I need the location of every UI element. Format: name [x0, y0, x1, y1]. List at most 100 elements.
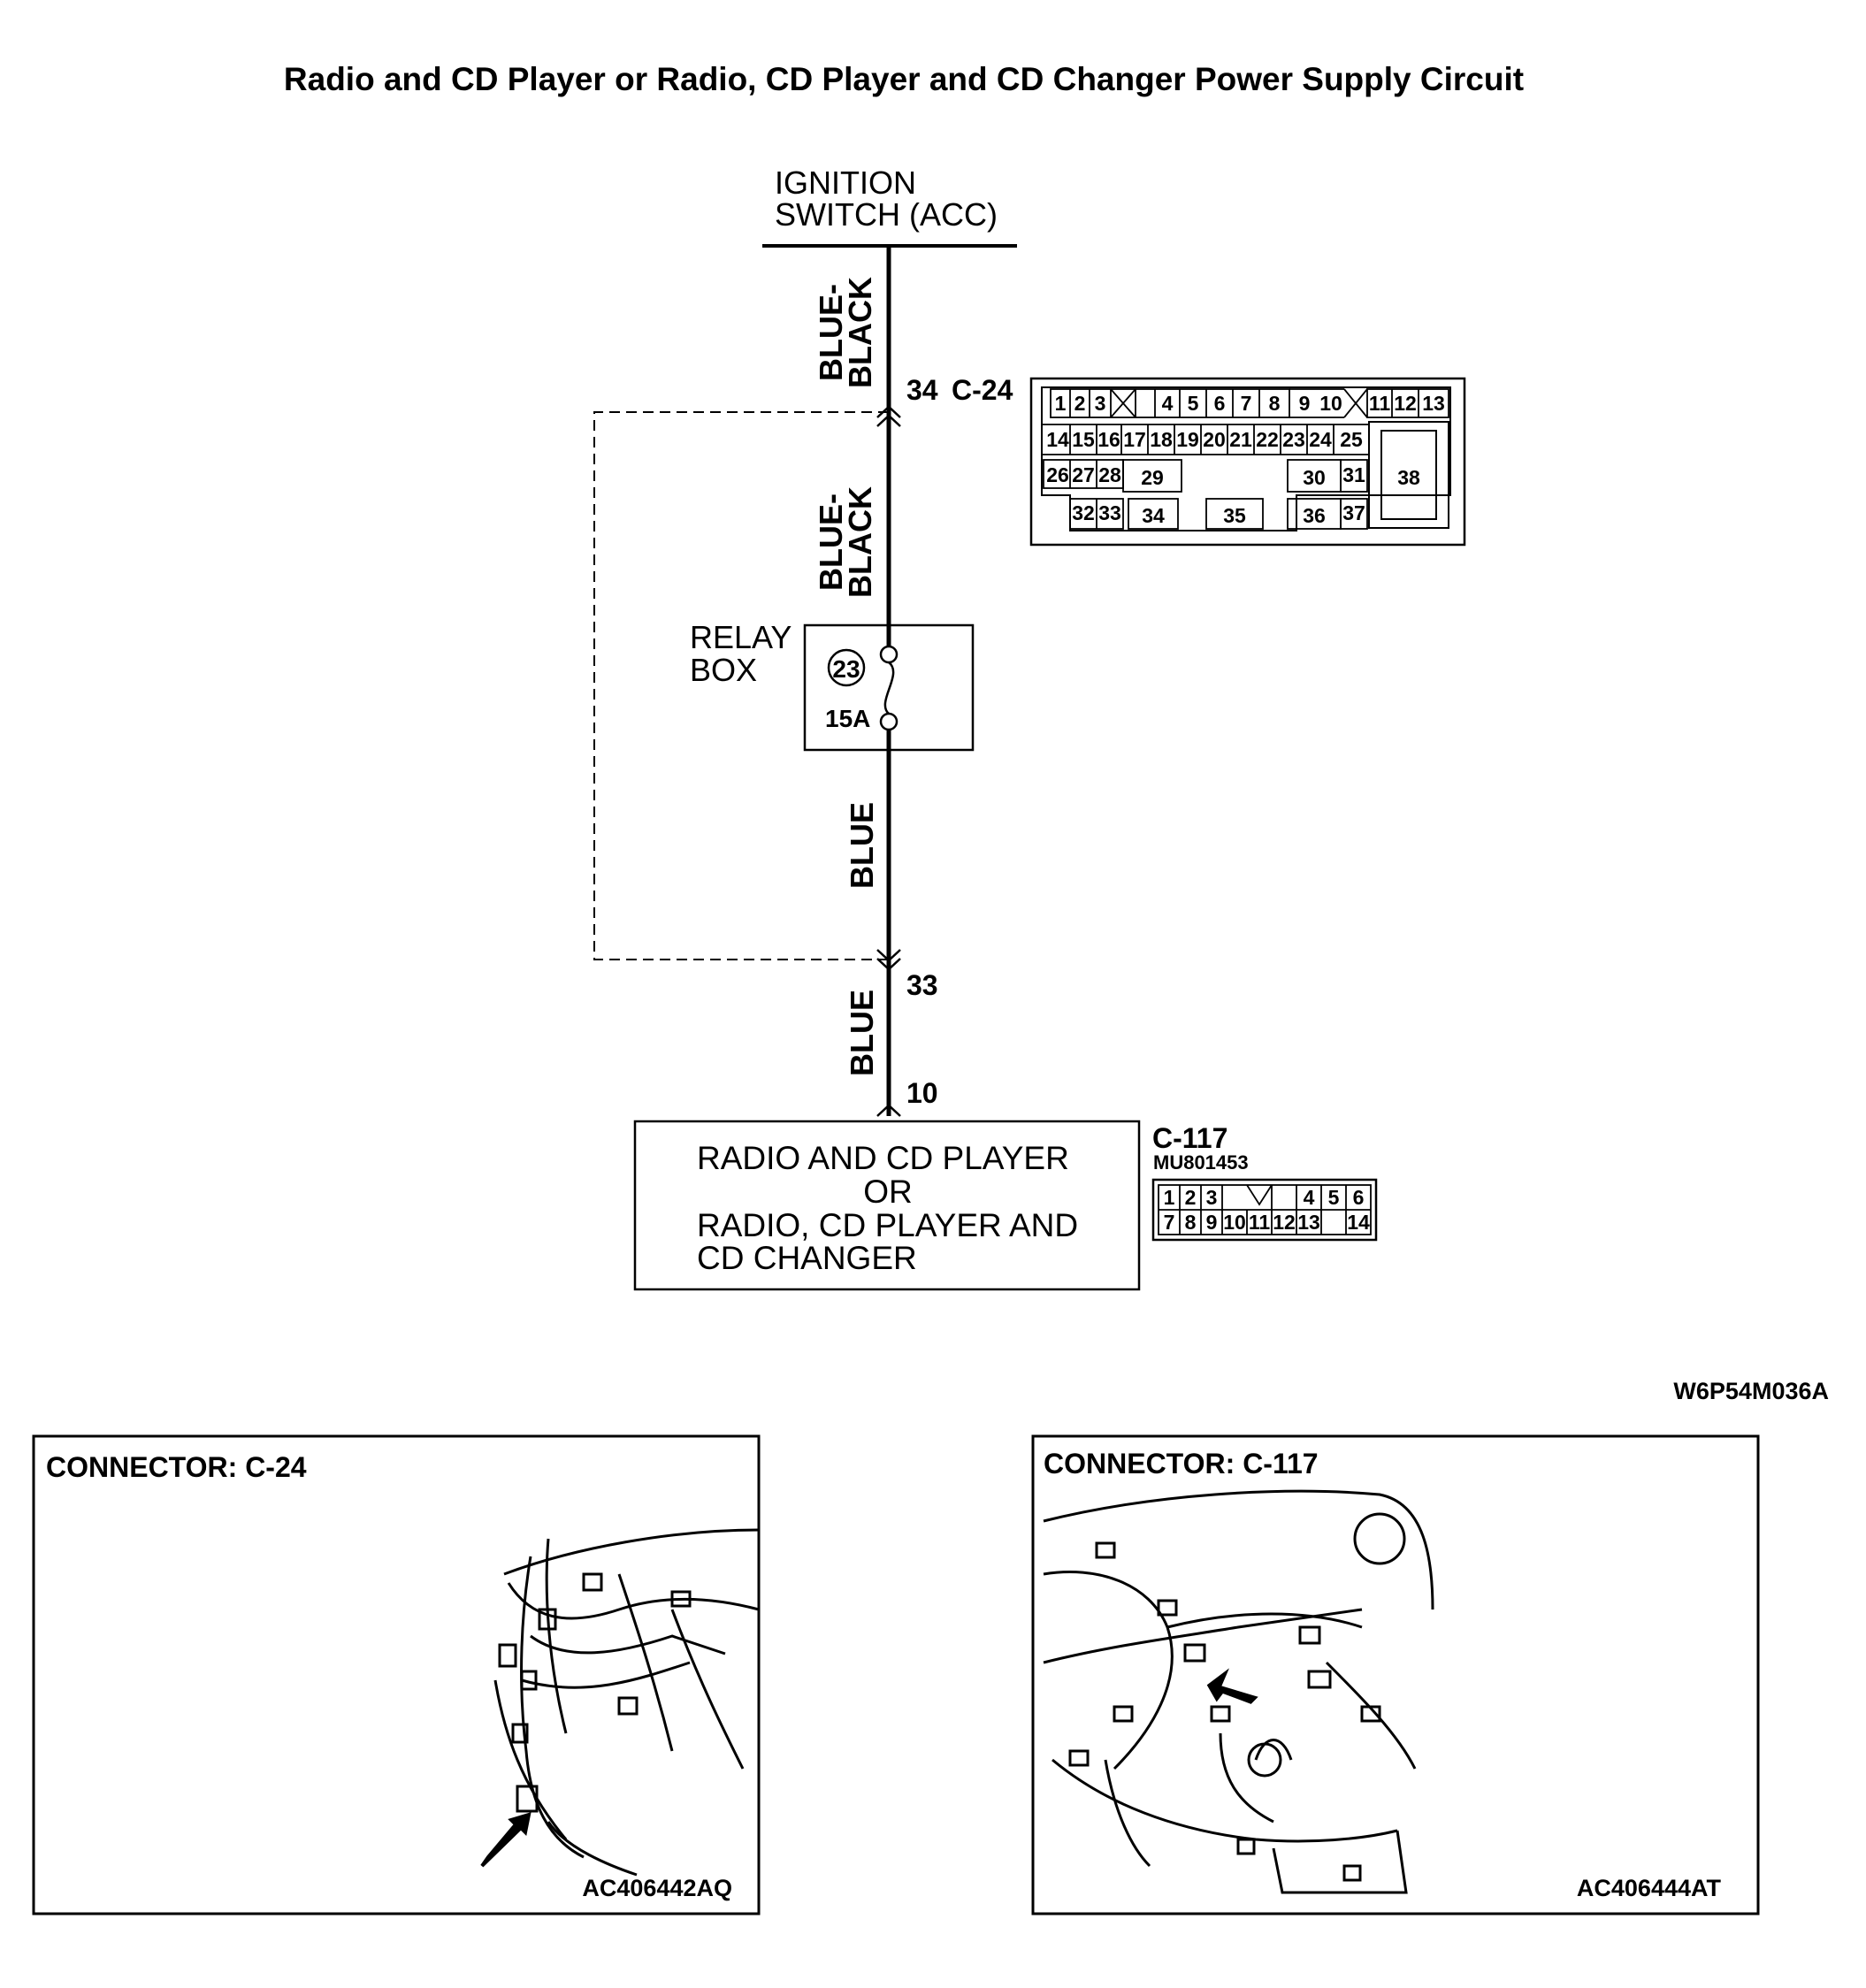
terminal-10-label: 10: [906, 1077, 938, 1109]
wire-color-lower: BLUE: [844, 802, 880, 889]
svg-text:8: 8: [1269, 392, 1281, 415]
fuse-rating: 15A: [825, 705, 870, 732]
panel-c117-code: AC406444AT: [1577, 1875, 1722, 1901]
svg-text:9: 9: [1299, 392, 1311, 415]
svg-text:BLACK: BLACK: [842, 486, 878, 598]
svg-text:31: 31: [1342, 463, 1365, 486]
radio-unit-line2: OR: [863, 1174, 913, 1210]
svg-text:1: 1: [1055, 392, 1067, 415]
panel-c117: [1031, 1434, 1760, 1915]
c24-row4: [1069, 498, 1368, 530]
svg-text:15: 15: [1072, 428, 1095, 451]
svg-text:26: 26: [1046, 463, 1069, 486]
svg-text:32: 32: [1072, 501, 1095, 524]
svg-text:16: 16: [1097, 428, 1120, 451]
svg-text:35: 35: [1223, 504, 1246, 527]
svg-text:36: 36: [1303, 504, 1326, 527]
relay-box-label-line2: BOX: [690, 652, 757, 688]
diagram-code: W6P54M036A: [1673, 1378, 1829, 1404]
connector-symbol-10: [876, 1104, 901, 1117]
svg-text:20: 20: [1203, 428, 1226, 451]
panel-c117-title: CONNECTOR: C-117: [1044, 1448, 1319, 1480]
svg-text:38: 38: [1397, 466, 1420, 489]
svg-text:24: 24: [1309, 428, 1332, 451]
diagram-title: Radio and CD Player or Radio, CD Player …: [284, 61, 1524, 97]
svg-text:19: 19: [1176, 428, 1199, 451]
c24-row3: [1043, 459, 1368, 493]
c24-location-illustration: [493, 1528, 760, 1877]
svg-text:11: 11: [1369, 392, 1391, 415]
radio-unit-line3: RADIO, CD PLAYER AND: [697, 1207, 1078, 1243]
svg-text:37: 37: [1342, 501, 1365, 524]
fuse-symbol: [879, 645, 899, 731]
svg-text:9: 9: [1206, 1211, 1218, 1234]
svg-text:BLUE: BLUE: [844, 802, 880, 889]
svg-text:BLACK: BLACK: [842, 277, 878, 388]
wire-color-top: BLUE- BLACK: [813, 277, 878, 388]
connector-c24-label: C-24: [952, 374, 1013, 406]
connector-symbol-34: [876, 405, 901, 427]
svg-text:1: 1: [1164, 1186, 1175, 1209]
svg-text:30: 30: [1303, 466, 1326, 489]
svg-text:18: 18: [1150, 428, 1173, 451]
svg-text:13: 13: [1297, 1211, 1320, 1234]
connector-c24-face: 38 1 2 3 4 5 6 7 8 9 10 11 12 13: [1029, 377, 1466, 547]
svg-text:3: 3: [1095, 392, 1106, 415]
c24-row2: [1042, 424, 1369, 455]
svg-text:6: 6: [1214, 392, 1226, 415]
svg-text:2: 2: [1074, 392, 1086, 415]
svg-text:5: 5: [1328, 1186, 1340, 1209]
connector-c117-label: C-117: [1152, 1122, 1227, 1154]
svg-text:BLUE: BLUE: [844, 990, 880, 1076]
c24-location-arrow: [480, 1812, 532, 1868]
radio-unit-line1: RADIO AND CD PLAYER: [697, 1140, 1069, 1176]
relay-box-label-line1: RELAY: [690, 619, 792, 655]
wire-color-bottom: BLUE: [844, 990, 880, 1076]
svg-text:34: 34: [1142, 504, 1165, 527]
svg-text:10: 10: [1223, 1211, 1246, 1234]
svg-text:BLUE-: BLUE-: [813, 493, 849, 591]
svg-text:10: 10: [1319, 392, 1342, 415]
svg-text:5: 5: [1188, 392, 1199, 415]
svg-text:29: 29: [1141, 466, 1164, 489]
svg-text:3: 3: [1206, 1186, 1218, 1209]
connector-c117-face: 1 2 3 4 5 6 7 8 9 10 11 12 13 14: [1151, 1178, 1378, 1242]
svg-text:28: 28: [1098, 463, 1121, 486]
svg-text:23: 23: [1282, 428, 1305, 451]
radio-unit-box: [633, 1120, 1141, 1291]
svg-text:12: 12: [1273, 1211, 1296, 1234]
ignition-label-line1: IGNITION: [775, 164, 916, 201]
svg-text:7: 7: [1241, 392, 1252, 415]
terminal-34-label: 34: [906, 374, 938, 406]
svg-text:12: 12: [1394, 392, 1417, 415]
svg-text:BLUE-: BLUE-: [813, 284, 849, 381]
c117-location-illustration: [1043, 1489, 1434, 1894]
svg-text:7: 7: [1164, 1211, 1175, 1234]
fuse-number: 23: [832, 655, 860, 683]
terminal-33-label: 33: [906, 969, 938, 1001]
c117-location-arrow: [1206, 1668, 1258, 1704]
svg-text:22: 22: [1256, 428, 1279, 451]
wire-color-mid: BLUE- BLACK: [813, 486, 878, 598]
svg-text:21: 21: [1229, 428, 1252, 451]
svg-text:4: 4: [1162, 392, 1174, 415]
svg-text:17: 17: [1123, 428, 1146, 451]
svg-text:27: 27: [1072, 463, 1095, 486]
svg-text:4: 4: [1304, 1186, 1315, 1209]
fuse-number-circle: [827, 648, 866, 687]
connector-c117-part: MU801453: [1153, 1151, 1249, 1174]
panel-c24: [32, 1434, 761, 1915]
svg-text:33: 33: [1098, 501, 1121, 524]
svg-text:14: 14: [1046, 428, 1069, 451]
c24-row1: [1050, 388, 1449, 418]
svg-text:13: 13: [1422, 392, 1445, 415]
panel-c24-title: CONNECTOR: C-24: [46, 1451, 307, 1483]
svg-text:14: 14: [1347, 1211, 1370, 1234]
panel-c24-code: AC406442AQ: [582, 1875, 732, 1901]
ignition-label-line2: SWITCH (ACC): [775, 196, 998, 233]
svg-text:11: 11: [1249, 1211, 1271, 1234]
svg-text:25: 25: [1340, 428, 1363, 451]
svg-text:2: 2: [1185, 1186, 1197, 1209]
